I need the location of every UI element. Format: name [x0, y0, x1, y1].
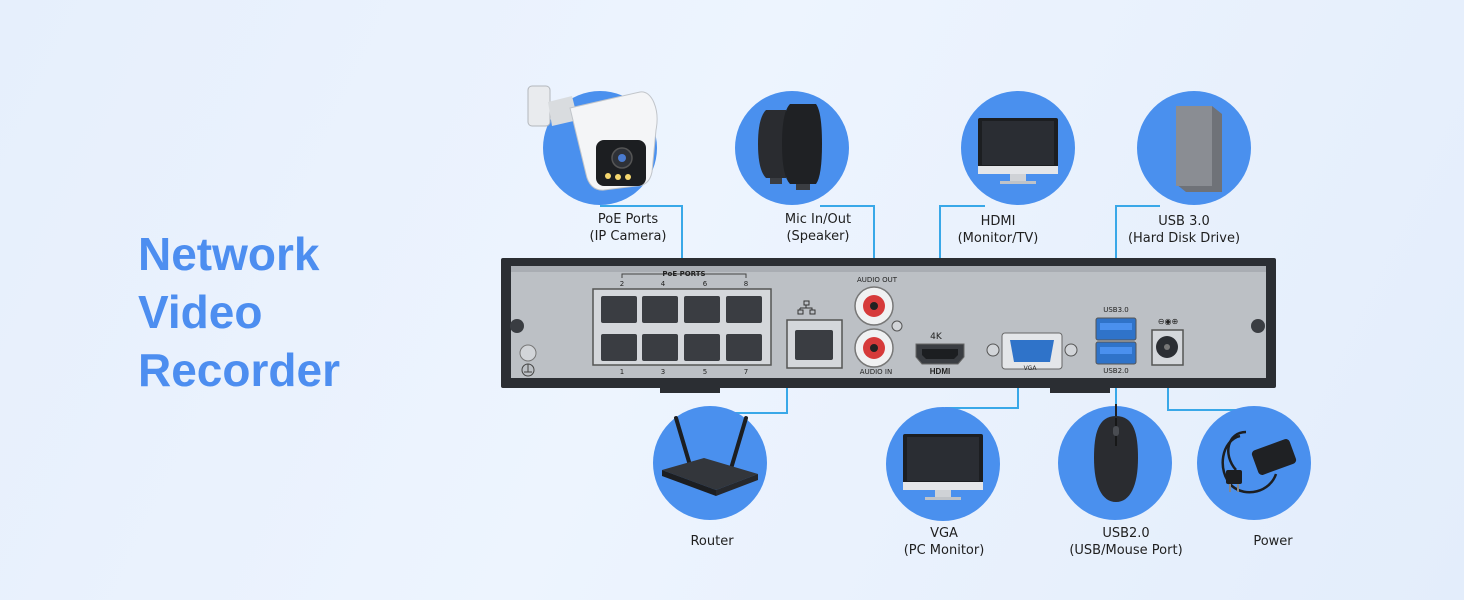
audio-out-text: AUDIO OUT [857, 276, 898, 284]
title-line-2: Video [138, 286, 263, 338]
speaker-icon [758, 104, 822, 190]
usb2-label: USB2.0 (USB/Mouse Port) [1006, 525, 1246, 559]
usb2-label-line2: (USB/Mouse Port) [1069, 543, 1183, 558]
poe-port [684, 334, 720, 361]
poe-ports-label-line1: PoE Ports [597, 212, 659, 227]
hdmi-label: HDMI (Monitor/TV) [878, 213, 1118, 247]
poe-port [601, 296, 637, 323]
hdmi-label-line2: (Monitor/TV) [957, 231, 1039, 246]
page-title: Network Video Recorder [138, 225, 340, 399]
port-number: 2 [620, 280, 624, 288]
port-number: 7 [744, 368, 748, 376]
usb2-label-line1: USB2.0 [1102, 526, 1150, 541]
mouse-node [1058, 404, 1172, 520]
ip-camera-icon [527, 85, 658, 191]
usb3-label-line2: (Hard Disk Drive) [1127, 231, 1241, 246]
power-symbol-text: ⊖◉⊕ [1158, 317, 1178, 326]
router-node [653, 406, 767, 520]
network-icon [797, 300, 816, 315]
power-label: Power [1153, 533, 1393, 550]
poe-port [642, 296, 678, 323]
poe-port [601, 334, 637, 361]
mic-label-line2: (Speaker) [786, 229, 850, 244]
poe-ports [601, 296, 762, 361]
monitor-node [961, 91, 1075, 205]
poe-port [684, 296, 720, 323]
vga-port-text: VGA [1024, 365, 1038, 372]
power-adapter-icon [1221, 430, 1297, 494]
hard-disk-icon [1176, 106, 1222, 192]
port-number: 8 [744, 280, 748, 288]
hdmi-label-line1: HDMI [980, 214, 1016, 229]
nvr-device: PoE PORTS 2 4 6 8 1 3 5 7 [501, 258, 1276, 393]
hdmi-logo-text: HDMI [930, 367, 950, 376]
router-label: Router [592, 533, 832, 550]
poe-port [642, 334, 678, 361]
ip-camera-node [527, 85, 658, 205]
port-number: 5 [703, 368, 707, 376]
usb3-label-line1: USB 3.0 [1158, 214, 1210, 229]
vga-label-line1: VGA [930, 526, 958, 541]
router-label-line1: Router [690, 534, 734, 549]
usb2-port-text: USB2.0 [1103, 367, 1129, 375]
4k-text: 4K [930, 332, 943, 342]
poe-port [726, 296, 762, 323]
speaker-node [735, 91, 849, 205]
poe-ports-label: PoE Ports (IP Camera) [508, 211, 748, 245]
mouse-icon [1094, 404, 1138, 502]
pc-monitor-icon [903, 434, 983, 500]
audio-in-jack [854, 328, 894, 368]
hard-disk-node [1137, 91, 1251, 205]
port-number: 3 [661, 368, 665, 376]
port-number: 6 [703, 280, 708, 288]
title-line-3: Recorder [138, 344, 340, 396]
pc-monitor-node [886, 407, 1000, 521]
usb3-label: USB 3.0 (Hard Disk Drive) [1064, 213, 1304, 247]
poe-ports-label-line2: (IP Camera) [589, 229, 667, 244]
title-line-1: Network [138, 228, 320, 280]
power-node [1197, 406, 1311, 520]
mic-label: Mic In/Out (Speaker) [698, 211, 938, 245]
router-icon [662, 416, 758, 496]
audio-out-jack [854, 286, 894, 326]
audio-in-text: AUDIO IN [860, 368, 892, 376]
power-label-line1: Power [1253, 534, 1293, 549]
usb3-port-text: USB3.0 [1103, 306, 1129, 314]
monitor-icon [978, 118, 1058, 184]
mic-label-line1: Mic In/Out [784, 212, 852, 227]
vga-label-line2: (PC Monitor) [903, 543, 985, 558]
port-number: 4 [661, 280, 666, 288]
vga-label: VGA (PC Monitor) [824, 525, 1064, 559]
poe-port [726, 334, 762, 361]
port-number: 1 [620, 368, 624, 376]
poe-ports-text: PoE PORTS [662, 270, 705, 278]
